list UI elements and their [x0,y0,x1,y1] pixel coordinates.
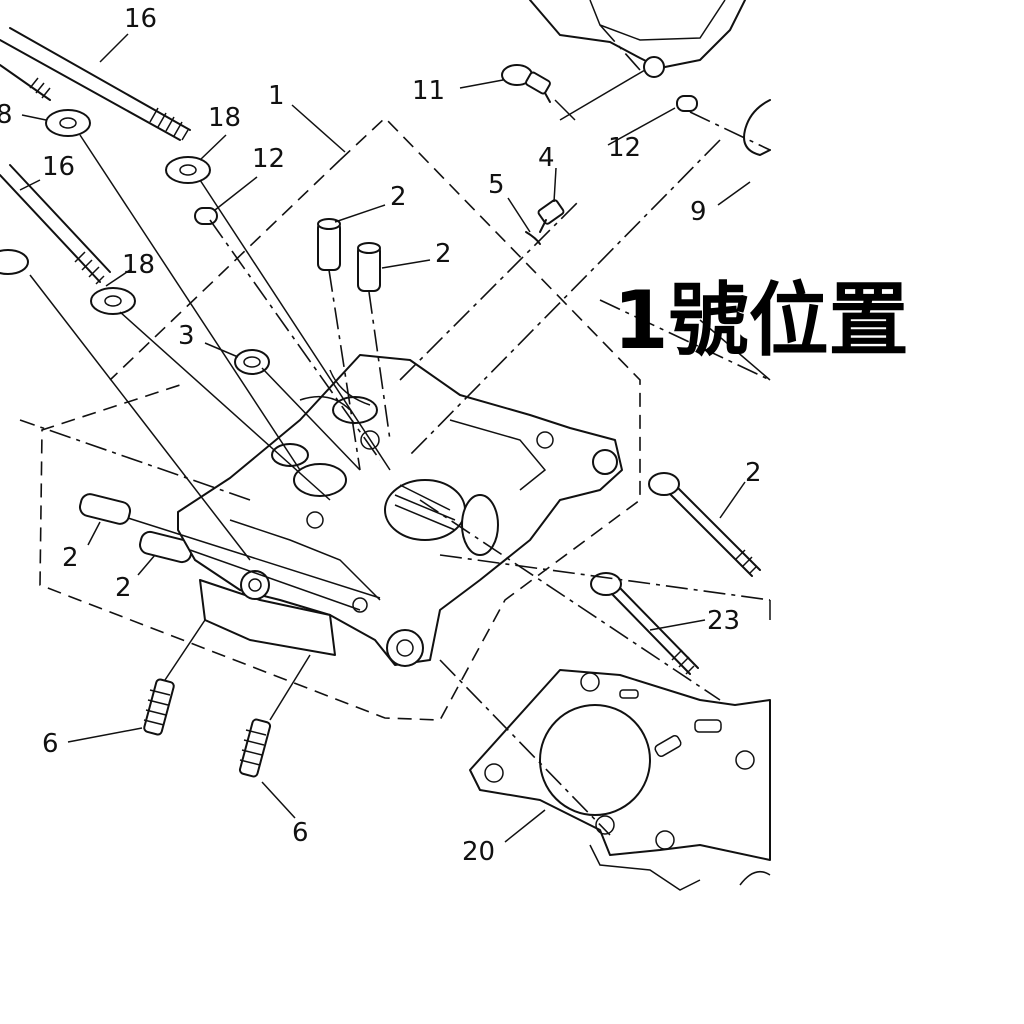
valve-guide-2-b [357,242,381,292]
callout-12-left: 12 [252,144,285,174]
callout-leader-lines [19,33,751,843]
callout-5: 5 [488,170,505,200]
stud-bolt-8-upper-left [0,64,51,101]
cylinder-head [177,354,623,667]
callout-2-top-a: 2 [390,182,407,212]
callout-16-top: 16 [124,4,157,34]
callout-16-middle: 16 [42,152,75,182]
callout-8: 8 [0,100,13,130]
cylinder-head-cover [529,0,746,78]
callout-20: 20 [462,837,495,867]
callout-2-top-b: 2 [435,239,452,269]
callout-12-right: 12 [608,133,641,163]
valve-guide-2-a [317,218,341,271]
stud-6-right [238,718,272,778]
callout-11: 11 [412,76,445,106]
callout-2-left-b: 2 [115,573,132,603]
callout-6-right: 6 [292,818,309,848]
washer-18-lower [90,287,136,315]
assembly-axis-lines [19,24,771,836]
bolt-23 [590,572,699,675]
bolt-4 [537,199,565,233]
stud-bolt-16-upper [0,27,191,141]
callout-6-left: 6 [42,729,59,759]
seal-3 [234,349,270,375]
crankcase-partial-outline [699,99,771,620]
bottom-blank-area [0,895,1024,1024]
assembly-guide-lines [29,69,646,721]
dowel-pin-12-left [194,207,218,225]
callout-3: 3 [178,321,195,351]
callout-1: 1 [268,81,285,111]
callout-4: 4 [538,143,555,173]
callout-2-left-a: 2 [62,543,79,573]
callout-23: 23 [707,606,740,636]
bolt-2-right [648,472,761,577]
callout-18-lower: 18 [122,250,155,280]
washer-left-edge [0,249,29,275]
callout-18-upper: 18 [208,103,241,133]
right-blank-area [772,0,1024,1024]
washer-18-upper [165,156,211,184]
callout-9: 9 [690,197,707,227]
callout-2-right: 2 [745,458,762,488]
dowel-pin-12-right [676,95,698,112]
position-annotation: 1號位置 [613,274,909,367]
stud-6-left [143,678,175,736]
bolt-11 [501,64,551,103]
clip-5 [525,231,541,245]
callout-labels: 16 1 11 8 18 12 12 4 16 2 5 9 2 18 3 2 2… [0,4,762,867]
valve-guide-2-c [78,493,132,525]
washer-8 [45,109,91,137]
head-assembly-outline [39,116,641,721]
head-gasket-20 [469,669,771,891]
stud-bolt-16-lower [0,164,111,285]
